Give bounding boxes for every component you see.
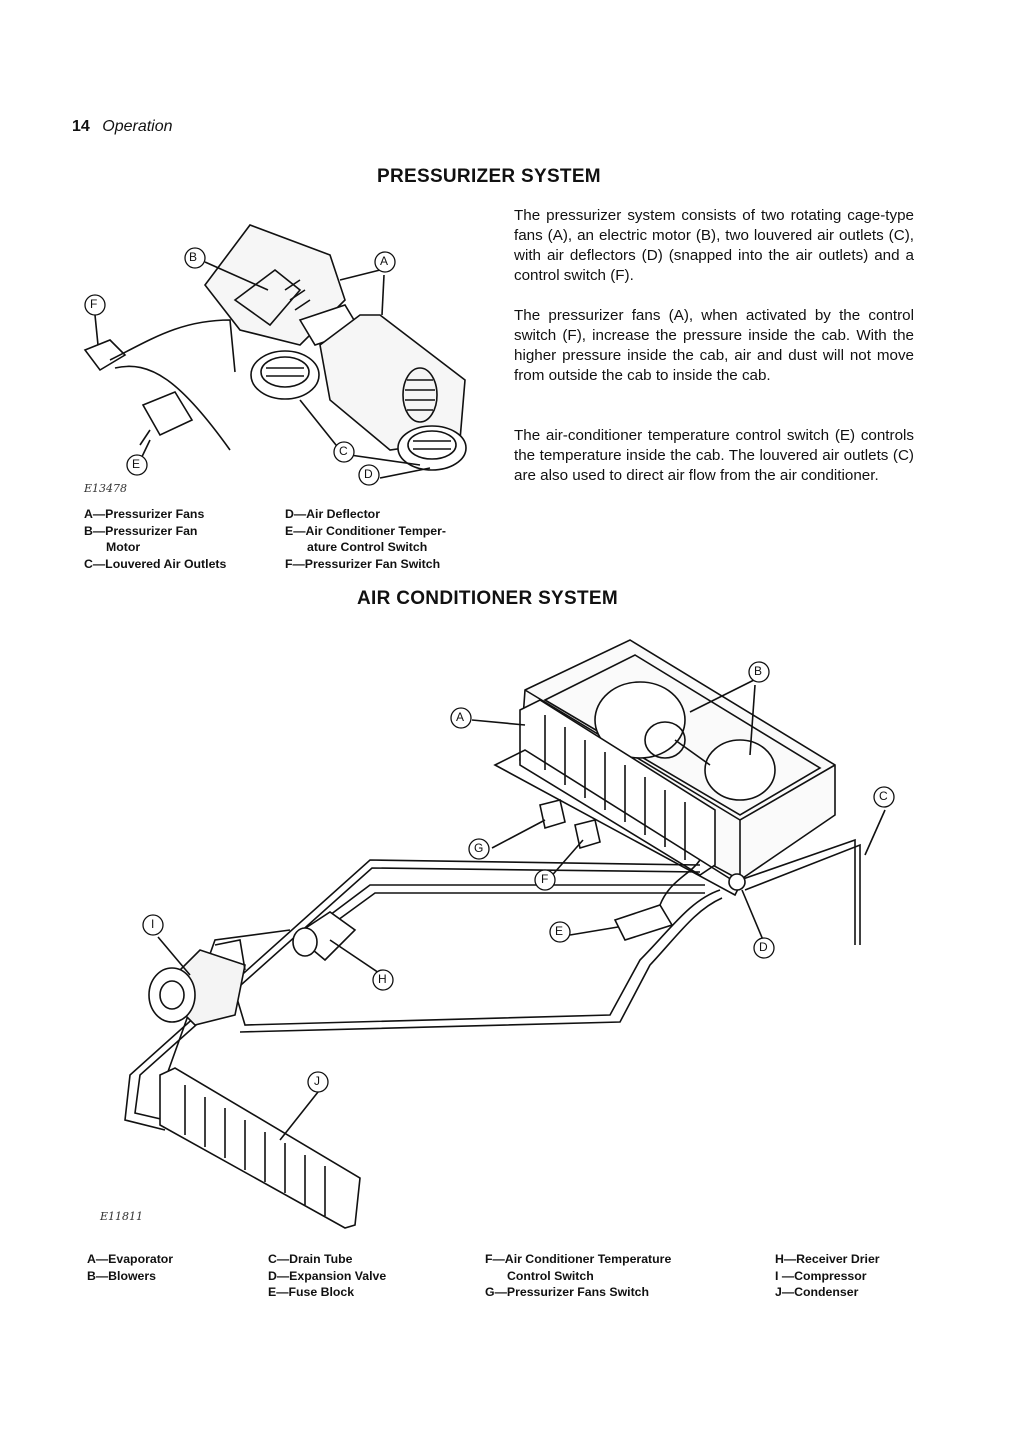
- legend-item: B—Pressurizer Fan: [84, 523, 198, 538]
- ac-callout-j: J: [314, 1074, 320, 1088]
- ac-legend-col2: C—Drain Tube D—Expansion Valve E—Fuse Bl…: [268, 1251, 386, 1301]
- ac-callout-c: C: [879, 789, 888, 803]
- page-number: 14: [72, 118, 90, 135]
- ac-legend-col1: A—Evaporator B—Blowers: [87, 1251, 173, 1284]
- legend-item: D—Expansion Valve: [268, 1268, 387, 1283]
- pressurizer-legend-col1: A—Pressurizer Fans B—Pressurizer Fan Mot…: [84, 506, 226, 572]
- ac-callout-e: E: [555, 924, 564, 938]
- figure-id-1: E13478: [84, 482, 128, 495]
- legend-item: B—Blowers: [87, 1268, 157, 1283]
- legend-item: E—Air Conditioner Temper-: [285, 523, 447, 538]
- ac-callout-g: G: [474, 841, 484, 855]
- pressurizer-legend-col2: D—Air Deflector E—Air Conditioner Temper…: [285, 506, 446, 572]
- callout-f: F: [90, 297, 98, 311]
- legend-item: Control Switch: [507, 1268, 594, 1283]
- legend-item: C—Louvered Air Outlets: [84, 556, 227, 571]
- ac-callout-f: F: [541, 872, 549, 886]
- callout-a: A: [380, 254, 389, 268]
- ac-callout-b: B: [754, 664, 763, 678]
- ac-legend-col4: H—Receiver Drier I —Compressor J—Condens…: [775, 1251, 880, 1301]
- legend-item: Motor: [106, 540, 141, 554]
- legend-item: F—Pressurizer Fan Switch: [285, 556, 441, 571]
- ac-callout-d: D: [759, 940, 768, 954]
- pressurizer-paragraph-2: The pressurizer fans (A), when activated…: [514, 307, 914, 384]
- ac-callout-i: I: [151, 917, 155, 931]
- legend-item: A—Pressurizer Fans: [84, 507, 205, 521]
- legend-item: D—Air Deflector: [285, 507, 380, 521]
- air-conditioner-title: AIR CONDITIONER SYSTEM: [357, 588, 619, 609]
- legend-item: H—Receiver Drier: [775, 1252, 880, 1266]
- pressurizer-title: PRESSURIZER SYSTEM: [377, 166, 601, 187]
- legend-item: C—Drain Tube: [268, 1252, 353, 1266]
- legend-item: A—Evaporator: [87, 1252, 174, 1266]
- pressurizer-paragraph-3: The air-conditioner temperature control …: [514, 427, 914, 484]
- figure-id-2: E11811: [100, 1210, 144, 1223]
- callout-b: B: [189, 250, 198, 264]
- legend-item: J—Condenser: [775, 1285, 859, 1299]
- legend-item: E—Fuse Block: [268, 1285, 355, 1299]
- page-header: 14 Operation: [72, 118, 173, 136]
- callout-d: D: [364, 467, 373, 481]
- callout-c: C: [339, 444, 348, 458]
- callout-e: E: [132, 457, 141, 471]
- pressurizer-paragraph-1: The pressurizer system consists of two r…: [514, 207, 914, 284]
- legend-item: I —Compressor: [775, 1268, 867, 1283]
- legend-item: G—Pressurizer Fans Switch: [485, 1285, 650, 1299]
- legend-item: ature Control Switch: [307, 540, 428, 554]
- ac-callout-h: H: [378, 972, 387, 986]
- legend-item: F—Air Conditioner Temperature: [485, 1252, 672, 1266]
- section-name: Operation: [102, 118, 173, 135]
- ac-legend-col3: F—Air Conditioner Temperature Control Sw…: [485, 1251, 671, 1301]
- ac-callout-a: A: [456, 710, 465, 724]
